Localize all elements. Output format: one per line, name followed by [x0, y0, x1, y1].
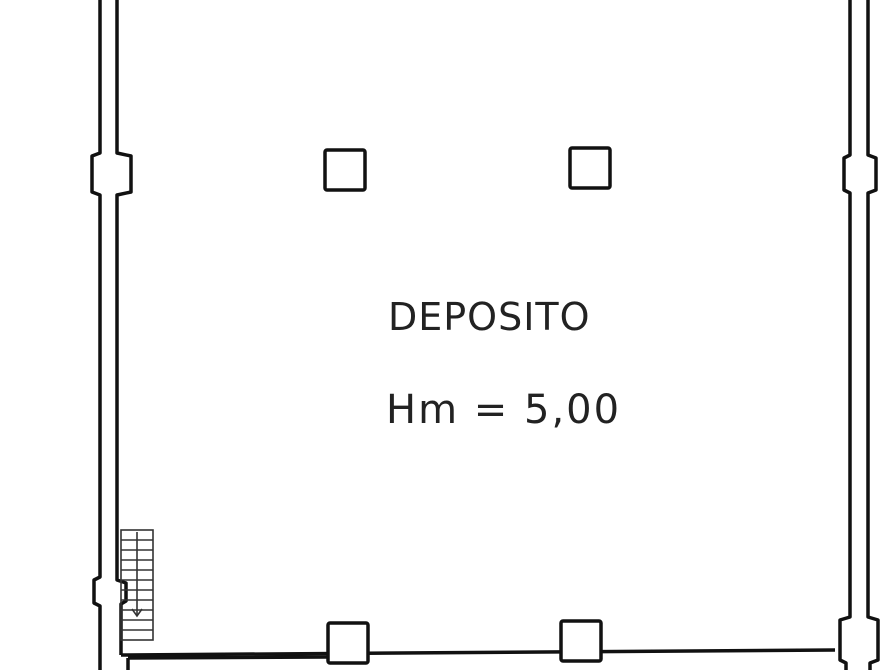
bottom-column [326, 621, 370, 665]
right-wall-outer [866, 0, 880, 670]
interior-column [568, 146, 612, 190]
room-height-label: Hm = 5,00 [386, 387, 622, 433]
bottom-column [559, 619, 603, 663]
interior-column [323, 148, 367, 192]
stair-icon [120, 529, 154, 641]
left-wall-outer [90, 0, 102, 670]
right-wall-inner [838, 0, 852, 670]
room-name-label: DEPOSITO [388, 295, 591, 339]
left-wall-inner [115, 0, 133, 655]
